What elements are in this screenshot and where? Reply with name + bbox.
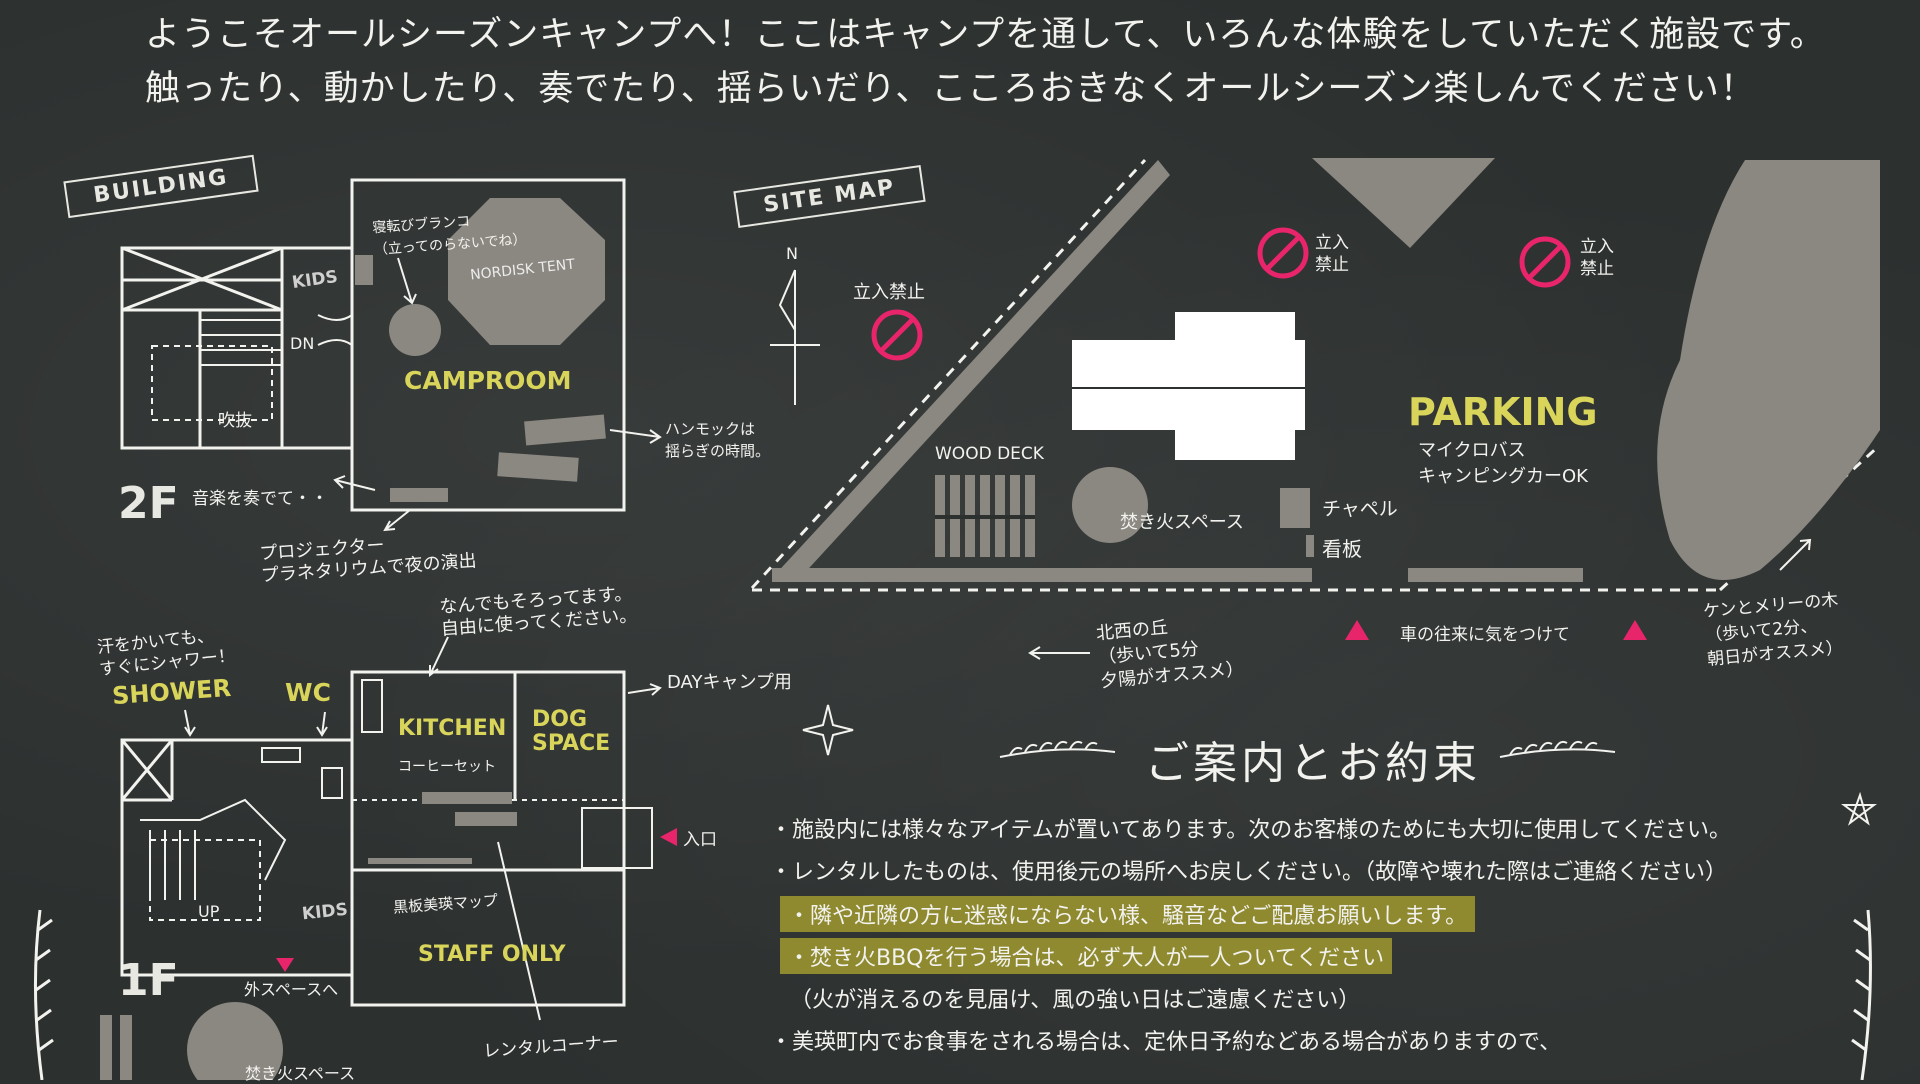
ken-mary-note: ケンとメリーの木 （歩いて2分、 朝日がオススメ）: [1702, 590, 1844, 670]
rule-item-highlighted: ・隣や近隣の方に迷惑にならない様、騒音などご配慮お願いします。: [780, 896, 1476, 932]
staff-only-label: STAFF ONLY: [418, 942, 566, 967]
sign-shape: [1306, 535, 1314, 557]
forest-area: [1657, 160, 1880, 580]
no-entry-label-2: 立入 禁止: [1315, 233, 1349, 275]
laurel-decoration-left: [999, 740, 1116, 758]
intro-line-2: 触ったり、動かしたり、奏でたり、揺らいだり、こころおきなくオールシーズン楽しんで…: [145, 69, 1756, 109]
intro-line-1: ようこそオールシーズンキャンプへ！ここはキャンプを通して、いろんな体験をしていた…: [145, 15, 1826, 55]
tree-triangle: [1312, 158, 1495, 248]
music-note: 音楽を奏でて・・: [192, 489, 328, 509]
sign-label: 看板: [1322, 537, 1362, 561]
1f-left-block: [120, 738, 354, 977]
day-camp-label: DAYキャンプ用: [667, 672, 792, 693]
nordisk-tent-shape: [448, 198, 605, 345]
nw-hill-note: 北西の丘 （歩いて5分 夕陽がオススメ）: [1095, 617, 1245, 693]
no-entry-label-3: 立入 禁止: [1580, 237, 1614, 279]
rules-title: ご案内とお約束: [1145, 738, 1481, 789]
wood-deck-label: WOOD DECK: [935, 444, 1044, 464]
wood-deck-shape: [935, 475, 1035, 557]
1f-label: 1F: [118, 955, 179, 1006]
annotation-arrows: [184, 257, 1812, 1021]
projector-shape: [390, 488, 448, 502]
no-entry-icon: [1519, 236, 1571, 288]
site-border-diagonal: [750, 158, 1147, 590]
hammock-2: [497, 452, 579, 482]
main-building: [1072, 312, 1305, 460]
coffee-label: コーヒーセット: [398, 759, 496, 775]
north-label: N: [786, 244, 798, 263]
rule-item: （火が消えるのを見届け、風の強い日はご遠慮ください）: [790, 988, 1361, 1013]
swing-shape: [389, 304, 441, 356]
caution-triangle-icon: [1345, 620, 1369, 640]
wc-label: WC: [285, 678, 331, 707]
traffic-note: 車の往来に気をつけて: [1400, 625, 1570, 645]
up-label: UP: [198, 902, 220, 921]
rule-item-highlighted: ・焚き火BBQを行う場合は、必ず大人が一人ついてください: [780, 938, 1393, 974]
entrance-marker-icon: [660, 828, 677, 846]
rule-item: ・美瑛町内でお食事をされる場合は、定休日予約などある場合がありますので、: [770, 1030, 1562, 1055]
kitchen-label: KITCHEN: [398, 716, 507, 741]
dn-label: DN: [290, 334, 315, 353]
1f-bonfire-circle: [187, 1002, 283, 1080]
hammock-1: [524, 414, 606, 446]
rule-item: ・レンタルしたものは、使用後元の場所へお戻しください。（故障や壊れた際はご連絡く…: [770, 860, 1728, 885]
entrance-label: 入口: [683, 830, 717, 850]
rule-item: ・施設内には様々なアイテムが置いてあります。次のお客様のためにも大切に使用してく…: [770, 818, 1731, 843]
camproom-label: CAMPROOM: [404, 366, 572, 395]
site-bonfire-label: 焚き火スペース: [1120, 512, 1244, 533]
outside-marker-icon: [276, 958, 294, 972]
laurel-decoration-right: [1499, 740, 1616, 758]
vine-decoration: [33, 909, 1872, 1080]
caution-triangle-icon: [1623, 620, 1647, 640]
2f-label: 2F: [118, 478, 179, 529]
fence-diagonal: [772, 160, 1170, 578]
dog-space-label: DOG SPACE: [532, 707, 611, 756]
site-bonfire-circle: [1072, 467, 1148, 543]
outside-label: 外スペースへ: [244, 980, 339, 999]
no-entry-icon: [1257, 227, 1309, 279]
staff-only-outline: [350, 868, 626, 1007]
fukinuke-label: 吹抜: [218, 411, 252, 431]
no-entry-icon: [871, 309, 923, 361]
parking-note: マイクロバス キャンピングカーOK: [1418, 440, 1588, 487]
1f-bonfire-label: 焚き火スペース: [245, 1064, 356, 1083]
no-entry-label-1: 立入禁止: [853, 282, 925, 303]
chapel-label: チャペル: [1322, 498, 1398, 520]
hammock-note: ハンモックは 揺らぎの時間。: [665, 420, 771, 460]
chapel-shape: [1280, 488, 1310, 528]
parking-label: PARKING: [1408, 390, 1598, 434]
